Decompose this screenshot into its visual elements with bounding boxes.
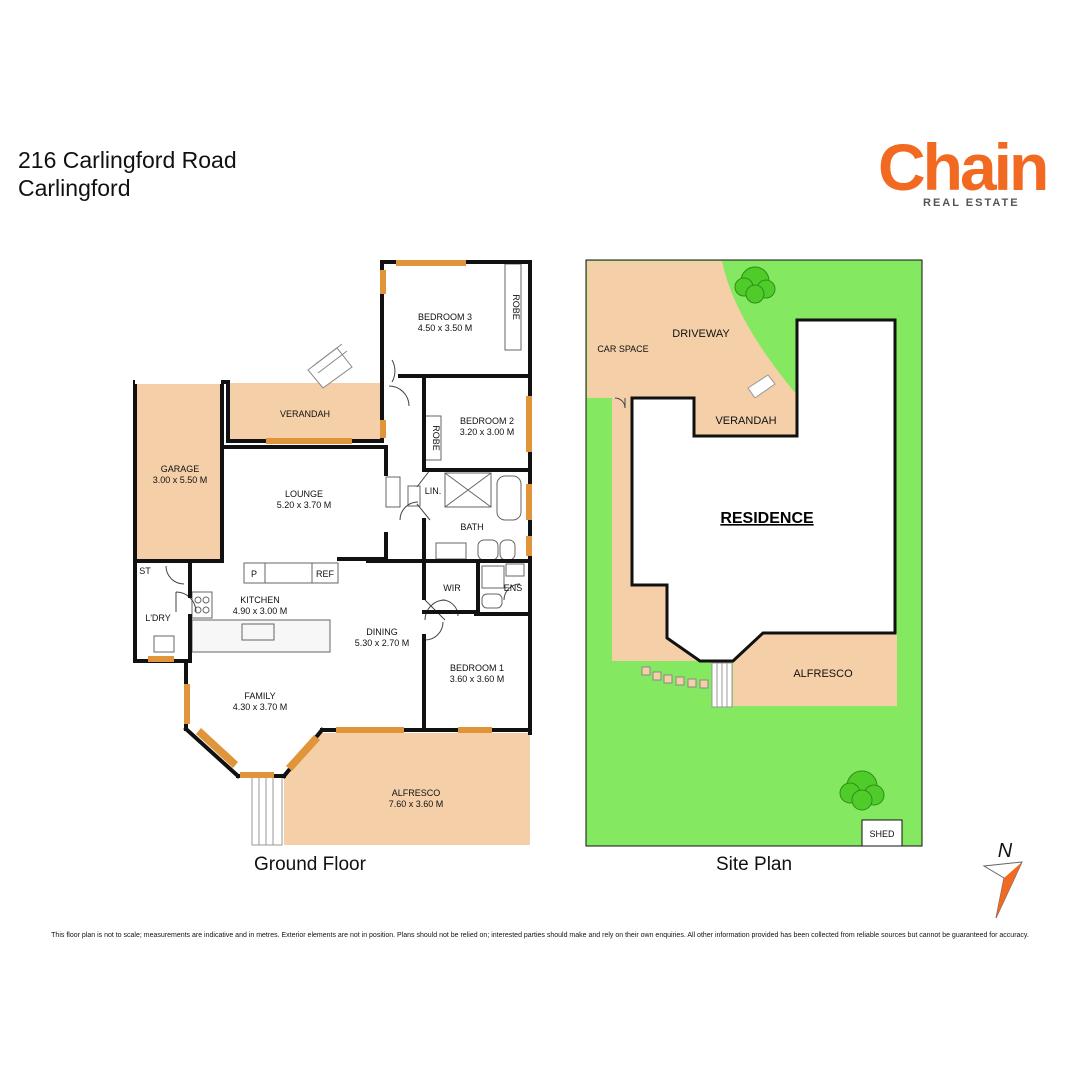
family-steps	[251, 775, 283, 846]
ground-floor-windows	[148, 260, 532, 778]
property-address: 216 Carlingford Road Carlingford	[18, 146, 237, 202]
robe-bedroom3-label: ROBE	[511, 294, 521, 320]
dining-size: 5.30 x 2.70 M	[355, 638, 410, 648]
bedroom2-name: BEDROOM 2	[460, 416, 514, 426]
ensuite-label: ENS	[504, 583, 523, 593]
shed	[861, 819, 903, 847]
fixtures	[153, 263, 525, 653]
site-plan-caption: Site Plan	[716, 854, 793, 875]
address-line-1: 216 Carlingford Road	[18, 147, 237, 173]
tree-icon	[734, 266, 776, 304]
bedroom1-size: 3.60 x 3.60 M	[450, 674, 505, 684]
family-size: 4.30 x 3.70 M	[233, 702, 288, 712]
logo-subtitle: REAL ESTATE	[923, 197, 1020, 209]
kitchen-name: KITCHEN	[240, 595, 280, 605]
driveway-paving	[587, 261, 797, 436]
address-line-2: Carlingford	[18, 175, 131, 201]
bedroom2-size: 3.20 x 3.00 M	[460, 427, 515, 437]
fridge-label: REF	[316, 569, 335, 579]
pantry-label: P	[251, 569, 257, 579]
family-name: FAMILY	[244, 691, 275, 701]
site-verandah	[694, 398, 797, 436]
wir-label: WIR	[443, 583, 461, 593]
chain-logo: Chain REAL ESTATE	[878, 134, 1068, 214]
ground-floor-caption: Ground Floor	[254, 854, 366, 875]
bath-label: BATH	[460, 522, 483, 532]
site-steps	[711, 374, 776, 708]
lounge-size: 5.20 x 3.70 M	[277, 500, 332, 510]
site-plan: CAR SPACE DRIVEWAY VERANDAH RESIDENCE AL…	[585, 259, 923, 847]
car-space-label: CAR SPACE	[597, 344, 648, 354]
stepping-stones	[641, 666, 709, 689]
garage-floor	[137, 384, 222, 559]
bedroom1-name: BEDROOM 1	[450, 663, 504, 673]
alfresco-name: ALFRESCO	[392, 788, 441, 798]
north-label: N	[998, 840, 1013, 862]
verandah-floor	[228, 383, 380, 440]
alfresco-size: 7.60 x 3.60 M	[389, 799, 444, 809]
bedroom3-size: 4.50 x 3.50 M	[418, 323, 473, 333]
site-alfresco-label: ALFRESCO	[793, 668, 853, 680]
kitchen-size: 4.90 x 3.00 M	[233, 606, 288, 616]
dining-name: DINING	[366, 627, 398, 637]
shed-label: SHED	[869, 829, 895, 839]
storage-label: ST	[139, 566, 151, 576]
site-alfresco-paving	[733, 633, 897, 706]
ground-floor-plan: BEDROOM 3 4.50 x 3.50 M ROBE VERANDAH BE…	[133, 260, 532, 846]
robe-bedroom2-label: ROBE	[431, 425, 441, 451]
laundry-label: L'DRY	[145, 613, 171, 623]
driveway-label: DRIVEWAY	[672, 328, 730, 340]
lounge-name: LOUNGE	[285, 489, 323, 499]
logo-wordmark: Chain	[878, 130, 1049, 204]
north-arrow-icon: N	[982, 840, 1023, 919]
garage-name: GARAGE	[161, 464, 200, 474]
garage-size: 3.00 x 5.50 M	[153, 475, 208, 485]
disclaimer: This floor plan is not to scale; measure…	[51, 932, 1029, 939]
linen-label: LIN.	[425, 486, 442, 496]
site-verandah-label: VERANDAH	[715, 415, 776, 427]
verandah-label: VERANDAH	[280, 409, 330, 419]
site-gate	[614, 397, 626, 409]
residence-label: RESIDENCE	[720, 510, 814, 527]
side-paving	[612, 398, 700, 661]
tree-icon	[839, 770, 885, 811]
garage-door-opening	[135, 380, 221, 384]
bedroom3-name: BEDROOM 3	[418, 312, 472, 322]
verandah-steps	[307, 343, 353, 389]
door-swings	[165, 359, 521, 641]
alfresco-floor	[284, 733, 530, 845]
